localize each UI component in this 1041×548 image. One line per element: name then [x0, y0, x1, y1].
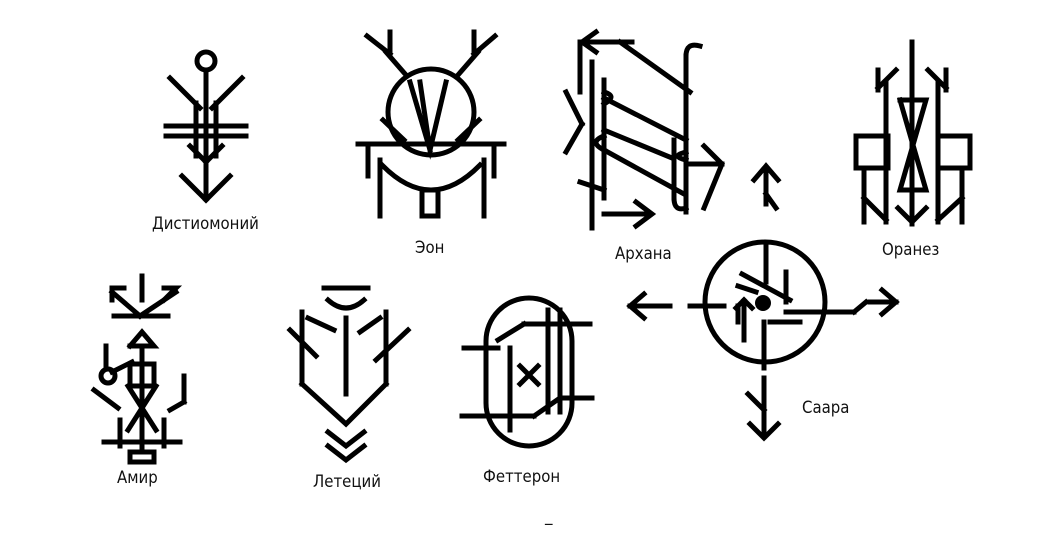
sigil-saara: [626, 162, 900, 442]
sigil-fetteron: [459, 295, 595, 449]
sigil-eon: [355, 29, 507, 219]
label-fetteron: Феттерон: [483, 467, 561, 487]
sigil-amir: [90, 273, 188, 465]
label-amir: Амир: [117, 468, 158, 488]
sigil-arkhana: [562, 28, 725, 231]
label-eon: Эон: [415, 238, 445, 258]
label-distiomoniy: Дистиомоний: [152, 214, 259, 234]
label-arkhana: Архана: [615, 244, 672, 264]
saara-center-dot: [755, 295, 771, 311]
label-saara: Саара: [802, 398, 850, 418]
label-letetsiy: Летеций: [313, 472, 382, 492]
sigil-oranez: [853, 39, 973, 227]
footer-mark: _: [545, 506, 553, 526]
sigil-letetsiy: [286, 285, 412, 464]
label-oranez: Оранез: [882, 240, 940, 260]
sigil-distiomoniy: [163, 49, 249, 204]
